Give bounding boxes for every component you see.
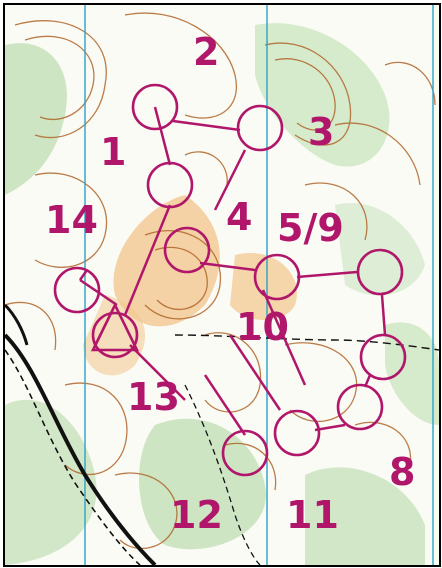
control-label-14: 14 (45, 198, 98, 242)
control-circle-8 (336, 383, 384, 431)
orienteering-map: 2 1 3 14 4 5/9 10 13 8 12 11 (3, 3, 441, 567)
control-label-2: 2 (193, 30, 219, 74)
control-label-5-9: 5/9 (277, 206, 344, 250)
control-label-11: 11 (286, 493, 339, 537)
control-label-3: 3 (308, 110, 334, 154)
control-label-12: 12 (170, 493, 223, 537)
control-circle-2 (236, 104, 284, 152)
control-circle-7 (359, 333, 407, 381)
terrain-layer (5, 5, 439, 565)
control-circle-4 (163, 226, 211, 274)
control-label-1: 1 (100, 130, 126, 174)
control-circle-14 (91, 311, 139, 359)
control-circle-13 (53, 266, 101, 314)
control-circle-10 (273, 409, 321, 457)
start-triangle-icon (90, 302, 140, 352)
map-canvas: 2 1 3 14 4 5/9 10 13 8 12 11 (5, 5, 439, 565)
control-labels: 2 1 3 14 4 5/9 10 13 8 12 11 (45, 30, 415, 537)
control-circle-1 (131, 83, 179, 131)
control-circle-11 (221, 429, 269, 477)
control-circle-6 (356, 248, 404, 296)
control-circles (53, 83, 407, 477)
control-label-10: 10 (236, 305, 289, 349)
tracks-layer (5, 303, 439, 565)
control-circle-5-9 (253, 253, 301, 301)
contour-lines (5, 12, 436, 549)
control-label-13: 13 (127, 375, 180, 419)
control-label-8: 8 (389, 450, 415, 494)
control-label-4: 4 (226, 195, 252, 239)
control-circle-3 (146, 161, 194, 209)
